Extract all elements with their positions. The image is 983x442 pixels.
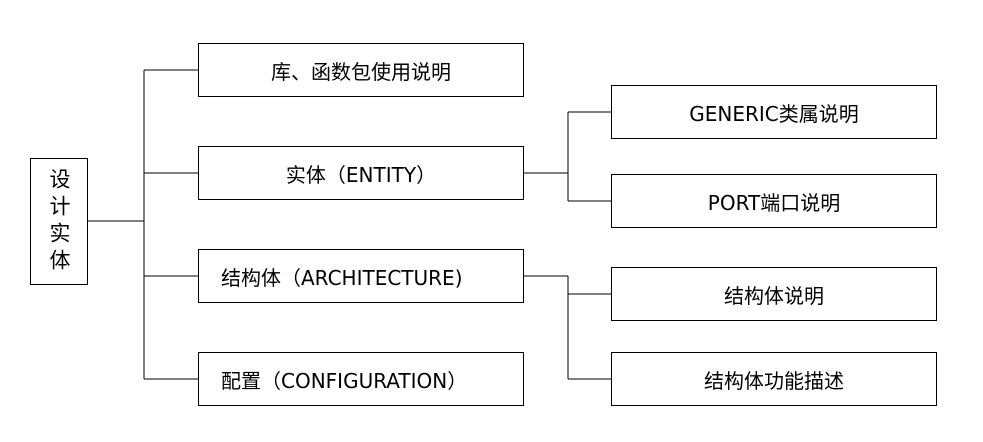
node-library-package-usage: 库、函数包使用说明 xyxy=(198,43,524,97)
root-node-design-entity: 设计实体 xyxy=(30,158,88,285)
node-label: 结构体（ARCHITECTURE) xyxy=(221,265,463,290)
node-label: GENERIC类属说明 xyxy=(689,101,859,126)
node-label: 实体（ENTITY） xyxy=(285,162,437,187)
node-label: 结构体功能描述 xyxy=(704,368,844,393)
node-architecture-function: 结构体功能描述 xyxy=(611,352,937,406)
node-port-description: PORT端口说明 xyxy=(611,174,937,228)
node-configuration: 配置（CONFIGURATION） xyxy=(198,352,524,406)
node-generic-description: GENERIC类属说明 xyxy=(611,85,937,139)
node-entity: 实体（ENTITY） xyxy=(198,146,524,200)
node-label: 配置（CONFIGURATION） xyxy=(221,368,468,393)
node-label: 库、函数包使用说明 xyxy=(271,59,451,84)
node-architecture: 结构体（ARCHITECTURE) xyxy=(198,249,524,303)
node-architecture-description: 结构体说明 xyxy=(611,267,937,321)
root-node-label: 设计实体 xyxy=(47,167,71,276)
node-label: 结构体说明 xyxy=(724,283,824,308)
node-label: PORT端口说明 xyxy=(707,190,841,215)
